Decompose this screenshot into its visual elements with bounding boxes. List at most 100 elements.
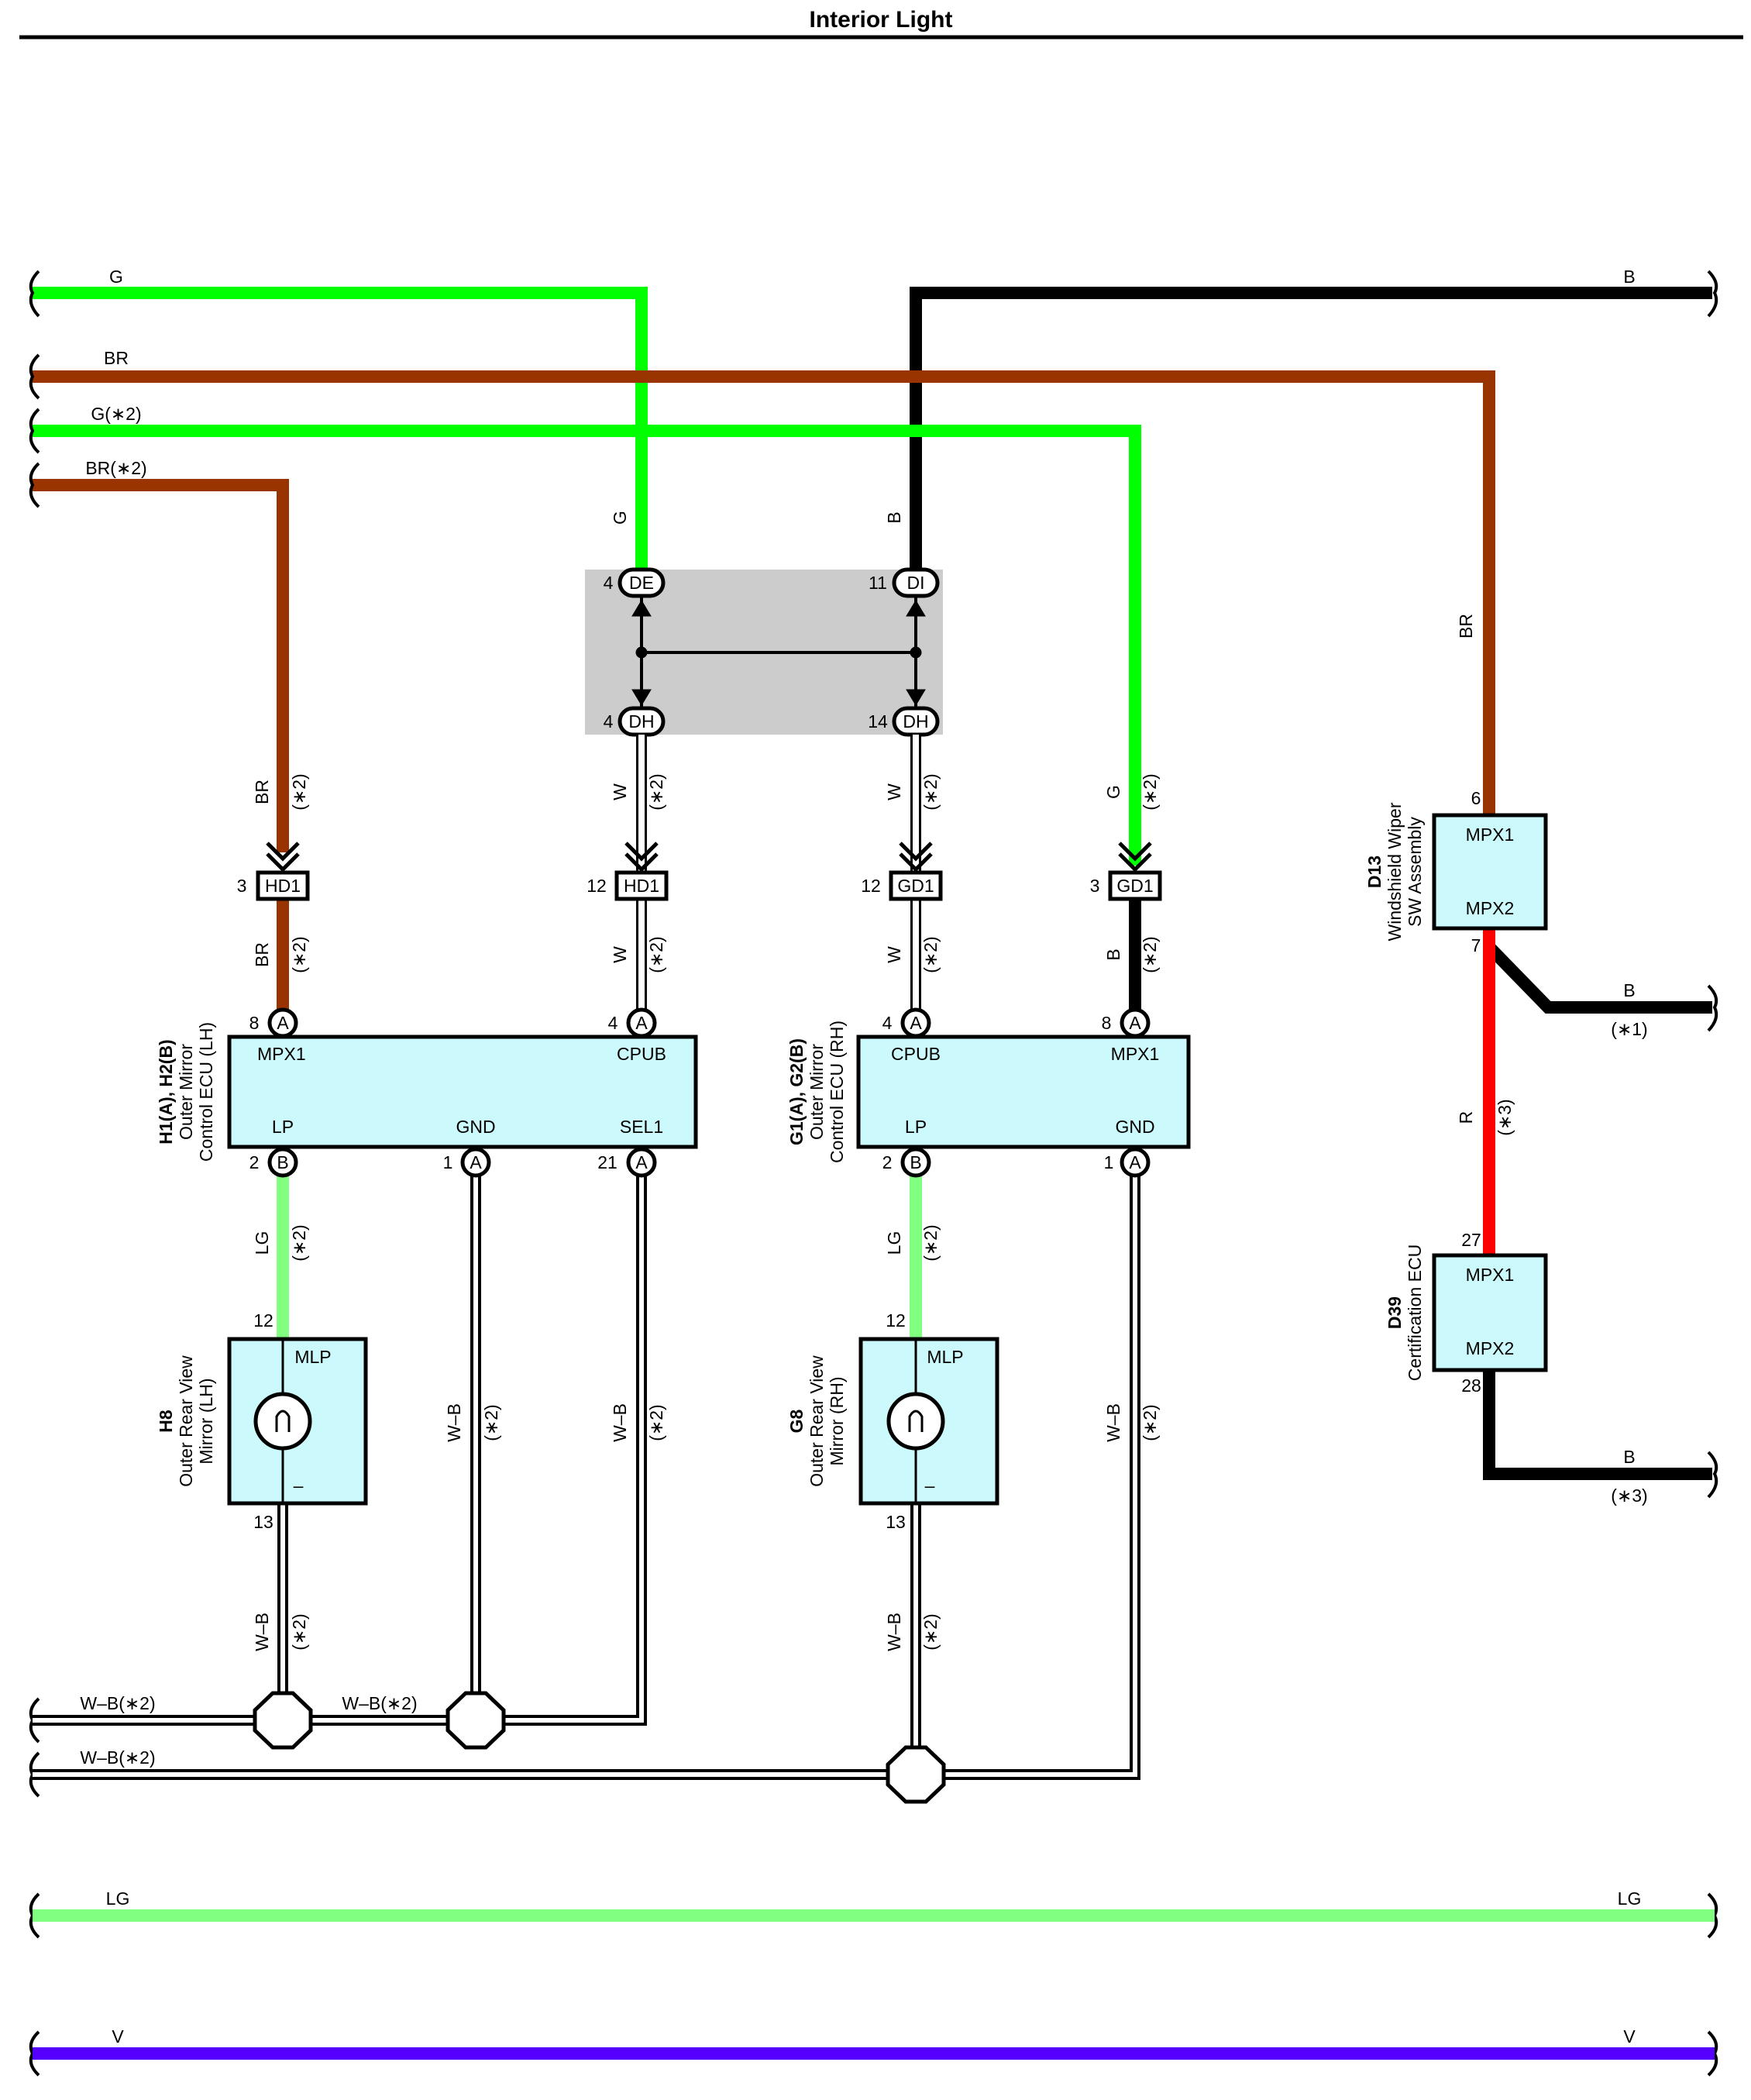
mirror-lh-name2: Mirror (LH) (196, 1378, 216, 1464)
pin-letter-lh-sel1: A (635, 1152, 648, 1172)
pin-letter-rh-gnd: A (1129, 1152, 1141, 1172)
d13-name2: SW Assembly (1405, 817, 1425, 927)
wire-label-v-left: V (112, 2026, 124, 2047)
d39-box (1432, 1253, 1548, 1372)
wire-label-wb-3: W–B (1103, 1403, 1123, 1442)
connector-dh-right: DH 14 (868, 706, 940, 737)
wire-label-br-low: BR (252, 942, 272, 967)
wire-label-b-d39: B (1623, 1447, 1635, 1467)
pin-de: 4 (604, 573, 614, 593)
wire-label-g-vert: G (610, 511, 630, 525)
connector-hd1-a: HD1 3 (237, 870, 310, 901)
ecu-lh-id: H1(A), H2(B) (156, 1039, 176, 1144)
pin-rh-lp: B2 (882, 1147, 931, 1178)
pin-num-rh-cpub: 4 (882, 1013, 893, 1033)
connector-dh-left: DH 4 (604, 706, 666, 737)
ecu-rh-id: G1(A), G2(B) (786, 1038, 807, 1145)
wire-label-b-d13: B (1623, 980, 1635, 1000)
wire-note-w-2: (∗2) (920, 773, 941, 810)
ecu-lh-name1: Outer Mirror (176, 1044, 196, 1140)
d13-mpx2: MPX2 (1466, 898, 1515, 918)
connector-label-dh: DH (628, 711, 654, 732)
pin-d13-6: 6 (1471, 788, 1481, 808)
pin-lh-sel1: A 21 (597, 1147, 657, 1178)
connector-label-hd1-b: HD1 (624, 876, 659, 896)
pin-rh-gnd: A1 (1104, 1147, 1151, 1178)
wire-label-wb-2: W–B (610, 1403, 630, 1442)
d39-mpx1: MPX1 (1466, 1265, 1515, 1285)
wire-b-d13 (1484, 942, 1712, 1014)
lamp-lh-icon (253, 1339, 312, 1503)
junction-internal (631, 597, 926, 709)
wire-label-br2: BR(∗2) (85, 458, 146, 478)
wire-label-wb2-mid: W–B(∗2) (342, 1693, 417, 1713)
wire-br (33, 370, 1495, 815)
wire-g2 (33, 425, 1141, 866)
d39-name1: Certification ECU (1405, 1245, 1425, 1381)
pin-num-lh-mpx1: 8 (249, 1013, 260, 1033)
connector-label-dh2: DH (903, 711, 928, 732)
page-title: Interior Light (810, 7, 953, 33)
connector-gd1-a: GD1 12 (861, 870, 943, 901)
wire-note-g-mid: (∗2) (1140, 773, 1160, 810)
wire-note-wb-4: (∗2) (289, 1613, 309, 1650)
wire-label-v-right: V (1623, 2026, 1636, 2047)
pin-letter-lh-cpub: A (635, 1013, 648, 1033)
wire-label-lg-lh: LG (252, 1231, 272, 1255)
pin-lh-mpx1: A8 (249, 1007, 298, 1038)
pin-num-lh-sel1: 21 (597, 1152, 617, 1172)
d39-id: D39 (1385, 1296, 1405, 1329)
ecu-rh-cpub: CPUB (891, 1044, 941, 1064)
wire-label-wb-4: W–B (252, 1613, 272, 1651)
mirror-lh-name1: Outer Rear View (176, 1355, 196, 1487)
wire-label-br-mid: BR (252, 780, 272, 804)
connector-hd1-b: HD1 12 (587, 870, 669, 901)
mirror-lh-box (227, 1337, 368, 1506)
wire-label-g: G (109, 267, 123, 287)
pin-mirror-lh-12: 12 (253, 1310, 273, 1331)
ecu-rh-lp: LP (905, 1117, 927, 1137)
wire-label-wb2-bottom: W–B(∗2) (80, 1747, 155, 1768)
pin-di: 11 (869, 573, 887, 593)
pin-dh-right: 14 (868, 711, 888, 732)
pin-num-rh-mpx1: 8 (1102, 1013, 1112, 1033)
ecu-lh-sel1: SEL1 (620, 1117, 663, 1137)
pin-lh-cpub: A4 (608, 1007, 657, 1038)
connector-label-di: DI (907, 573, 925, 593)
pin-num-rh-lp: 2 (882, 1152, 893, 1172)
ecu-lh-lp: LP (272, 1117, 294, 1137)
pin-letter-rh-mpx1: A (1129, 1013, 1141, 1033)
wire-note-w-4: (∗2) (920, 936, 941, 973)
d13-box (1432, 813, 1548, 931)
ecu-lh-gnd: GND (456, 1117, 495, 1137)
wire-note-r: (∗3) (1495, 1099, 1515, 1135)
mirror-rh-name1: Outer Rear View (807, 1355, 827, 1487)
d13-mpx1: MPX1 (1466, 825, 1515, 845)
mirror-lh-mlp: MLP (294, 1347, 331, 1367)
wire-label-wb-5: W–B (884, 1613, 904, 1651)
wire-label-wb-1: W–B (444, 1403, 464, 1442)
wire-label-r: R (1456, 1111, 1476, 1124)
pin-hd1-b: 12 (587, 876, 607, 896)
connector-label-hd1-a: HD1 (265, 876, 301, 896)
pin-letter-rh-cpub: A (910, 1013, 922, 1033)
pin-hd1-a: 3 (237, 876, 247, 896)
ecu-pins: A8 A4 A4 A8 B2 A1 A21 B2 A1 (249, 1007, 1151, 1178)
pin-dh-left: 4 (604, 711, 614, 732)
wire-note-b-d13: (∗1) (1611, 1019, 1647, 1039)
pin-num-rh-gnd: 1 (1104, 1152, 1114, 1172)
connector-label-gd1-a: GD1 (897, 876, 934, 896)
splice-3 (886, 1745, 946, 1804)
break-marks-right (1707, 270, 1718, 2077)
wire-label-w-4: W (884, 946, 904, 963)
wire-label-w-1: W (610, 783, 630, 800)
wire-label-lg-rh: LG (884, 1231, 904, 1255)
wire-label-b-low: B (1103, 948, 1123, 960)
pin-num-lh-lp: 2 (249, 1152, 260, 1172)
ecu-rh-gnd: GND (1115, 1117, 1154, 1137)
wire-note-wb-2: (∗2) (646, 1404, 666, 1441)
wire-label-lg-right: LG (1618, 1888, 1642, 1909)
pin-letter-lh-lp: B (277, 1152, 288, 1172)
pin-d39-27: 27 (1461, 1230, 1481, 1250)
